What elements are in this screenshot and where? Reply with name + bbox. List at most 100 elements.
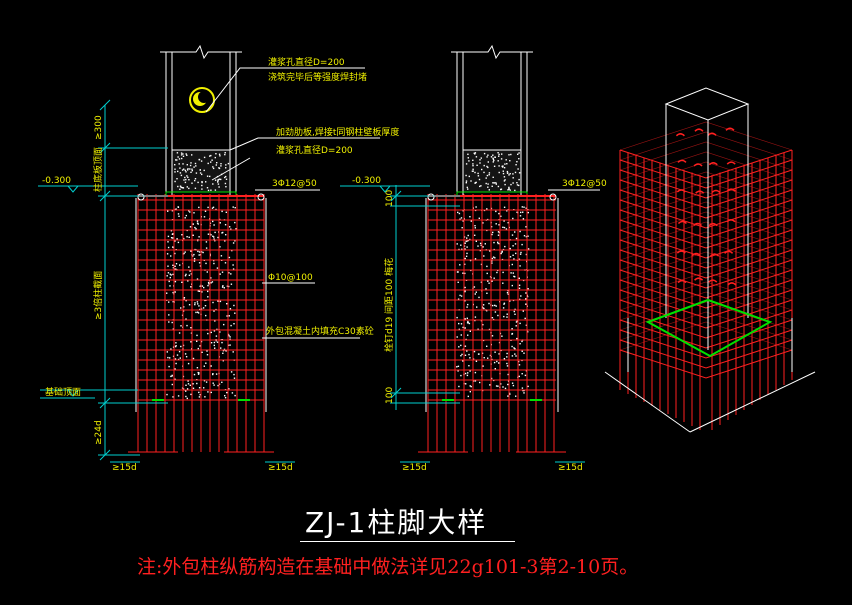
encasement-concrete-dot xyxy=(174,378,176,380)
encasement-concrete-dot xyxy=(233,304,235,307)
tube-concrete-dot xyxy=(225,175,227,178)
encasement-concrete-dot xyxy=(212,373,214,375)
encasement-concrete-dot xyxy=(204,210,207,212)
encasement-concrete-dot xyxy=(196,222,199,224)
encasement-concrete-dot xyxy=(188,274,191,276)
tube-concrete-dot xyxy=(188,179,190,181)
encasement-concrete-dot xyxy=(483,307,485,310)
encasement-concrete-dot xyxy=(170,274,172,276)
encasement-concrete-dot xyxy=(474,234,476,236)
tube-concrete-dot xyxy=(503,176,506,178)
encasement-concrete-dot xyxy=(167,265,169,267)
tube-concrete-dot xyxy=(514,189,516,192)
encasement-concrete-dot xyxy=(458,322,460,325)
iso-stirrup-back xyxy=(619,301,793,331)
encasement-concrete-dot xyxy=(493,277,495,279)
tube-concrete-dot xyxy=(218,186,220,188)
iso-stirrup xyxy=(619,339,793,369)
iso-stirrup-back xyxy=(619,291,793,321)
tube-concrete-dot xyxy=(495,183,497,185)
tube-concrete-dot xyxy=(217,181,219,183)
encasement-concrete-dot xyxy=(175,263,178,265)
encasement-concrete-dot xyxy=(232,206,234,208)
encasement-concrete-dot xyxy=(235,228,237,230)
encasement-concrete-dot xyxy=(189,384,191,386)
encasement-concrete-dot xyxy=(207,206,209,209)
tube-concrete-dot xyxy=(487,161,489,163)
encasement-concrete-dot xyxy=(507,289,509,292)
encasement-concrete-dot xyxy=(197,347,199,350)
iso-stirrup xyxy=(619,249,793,279)
iso-stud xyxy=(677,279,687,284)
encasement-concrete-dot xyxy=(525,298,527,300)
encasement-concrete-dot xyxy=(213,344,215,347)
encasement-concrete-dot xyxy=(494,304,496,307)
encasement-concrete-dot xyxy=(188,236,190,238)
iso-stirrup xyxy=(619,269,793,299)
iso-stirrup xyxy=(619,199,793,229)
encasement-concrete-dot xyxy=(167,241,169,243)
tube-concrete-dot xyxy=(201,181,203,183)
encasement-concrete-dot xyxy=(466,246,468,248)
tube-concrete-dot xyxy=(178,158,181,160)
tube-concrete-dot xyxy=(210,154,212,157)
encasement-concrete-dot xyxy=(486,272,488,275)
tube-concrete-dot xyxy=(516,182,518,184)
tube-concrete-dot xyxy=(216,162,218,164)
encasement-concrete-dot xyxy=(522,211,524,213)
tube-concrete-dot xyxy=(487,186,489,188)
encasement-concrete-dot xyxy=(521,206,523,208)
encasement-concrete-dot xyxy=(193,373,196,376)
encasement-concrete-dot xyxy=(467,372,469,374)
encasement-concrete-dot xyxy=(192,234,194,236)
encasement-concrete-dot xyxy=(503,220,505,222)
iso-stirrup-back xyxy=(619,261,793,291)
encasement-concrete-dot xyxy=(213,236,215,238)
encasement-concrete-dot xyxy=(229,226,231,228)
right-dim-top: 100 xyxy=(385,190,395,207)
encasement-concrete-dot xyxy=(212,220,214,223)
encasement-concrete-dot xyxy=(184,275,187,277)
top-stirrup-end xyxy=(549,193,557,201)
encasement-concrete-dot xyxy=(506,356,508,358)
tube-concrete-dot xyxy=(516,184,519,186)
encasement-concrete-dot xyxy=(231,249,233,252)
iso-stirrup xyxy=(619,149,793,179)
encasement-concrete-dot xyxy=(226,391,228,394)
right-dim-mid: 栓钉d19 间距100 梅花 xyxy=(383,258,395,352)
encasement-concrete-dot xyxy=(172,246,174,248)
encasement-concrete-dot xyxy=(457,281,459,283)
encasement-concrete-dot xyxy=(171,210,174,212)
encasement-concrete-dot xyxy=(476,306,478,308)
tube-concrete-dot xyxy=(473,152,475,154)
encasement-concrete-dot xyxy=(495,305,497,307)
top-stirrup-end xyxy=(257,193,265,201)
encasement-concrete-dot xyxy=(517,360,520,363)
encasement-concrete-dot xyxy=(181,281,183,283)
tube-concrete-dot xyxy=(225,167,227,169)
encasement-concrete-dot xyxy=(203,380,206,382)
iso-stud xyxy=(691,252,701,257)
tube-concrete-dot xyxy=(467,188,469,190)
encasement-concrete-dot xyxy=(210,342,213,344)
encasement-concrete-dot xyxy=(234,312,236,314)
iso-stirrup xyxy=(619,239,793,269)
encasement-concrete-dot xyxy=(199,394,201,396)
tube-concrete-dot xyxy=(215,153,217,155)
encasement-concrete-dot xyxy=(168,365,170,368)
tube-concrete-dot xyxy=(512,177,514,179)
encasement-concrete-dot xyxy=(166,253,169,255)
encasement-concrete-dot xyxy=(475,291,477,293)
encasement-concrete-dot xyxy=(466,317,468,319)
encasement-concrete-dot xyxy=(229,308,232,310)
tube-concrete-dot xyxy=(199,169,201,171)
encasement-concrete-dot xyxy=(167,272,170,274)
tube-concrete-dot xyxy=(510,153,512,156)
iso-stirrup-back xyxy=(619,271,793,301)
encasement-concrete-dot xyxy=(503,358,506,360)
iso-stud xyxy=(693,163,703,167)
encasement-concrete-dot xyxy=(169,273,171,275)
encasement-concrete-dot xyxy=(170,255,172,257)
tube-concrete-dot xyxy=(176,152,179,154)
tube-concrete-dot xyxy=(479,159,481,161)
